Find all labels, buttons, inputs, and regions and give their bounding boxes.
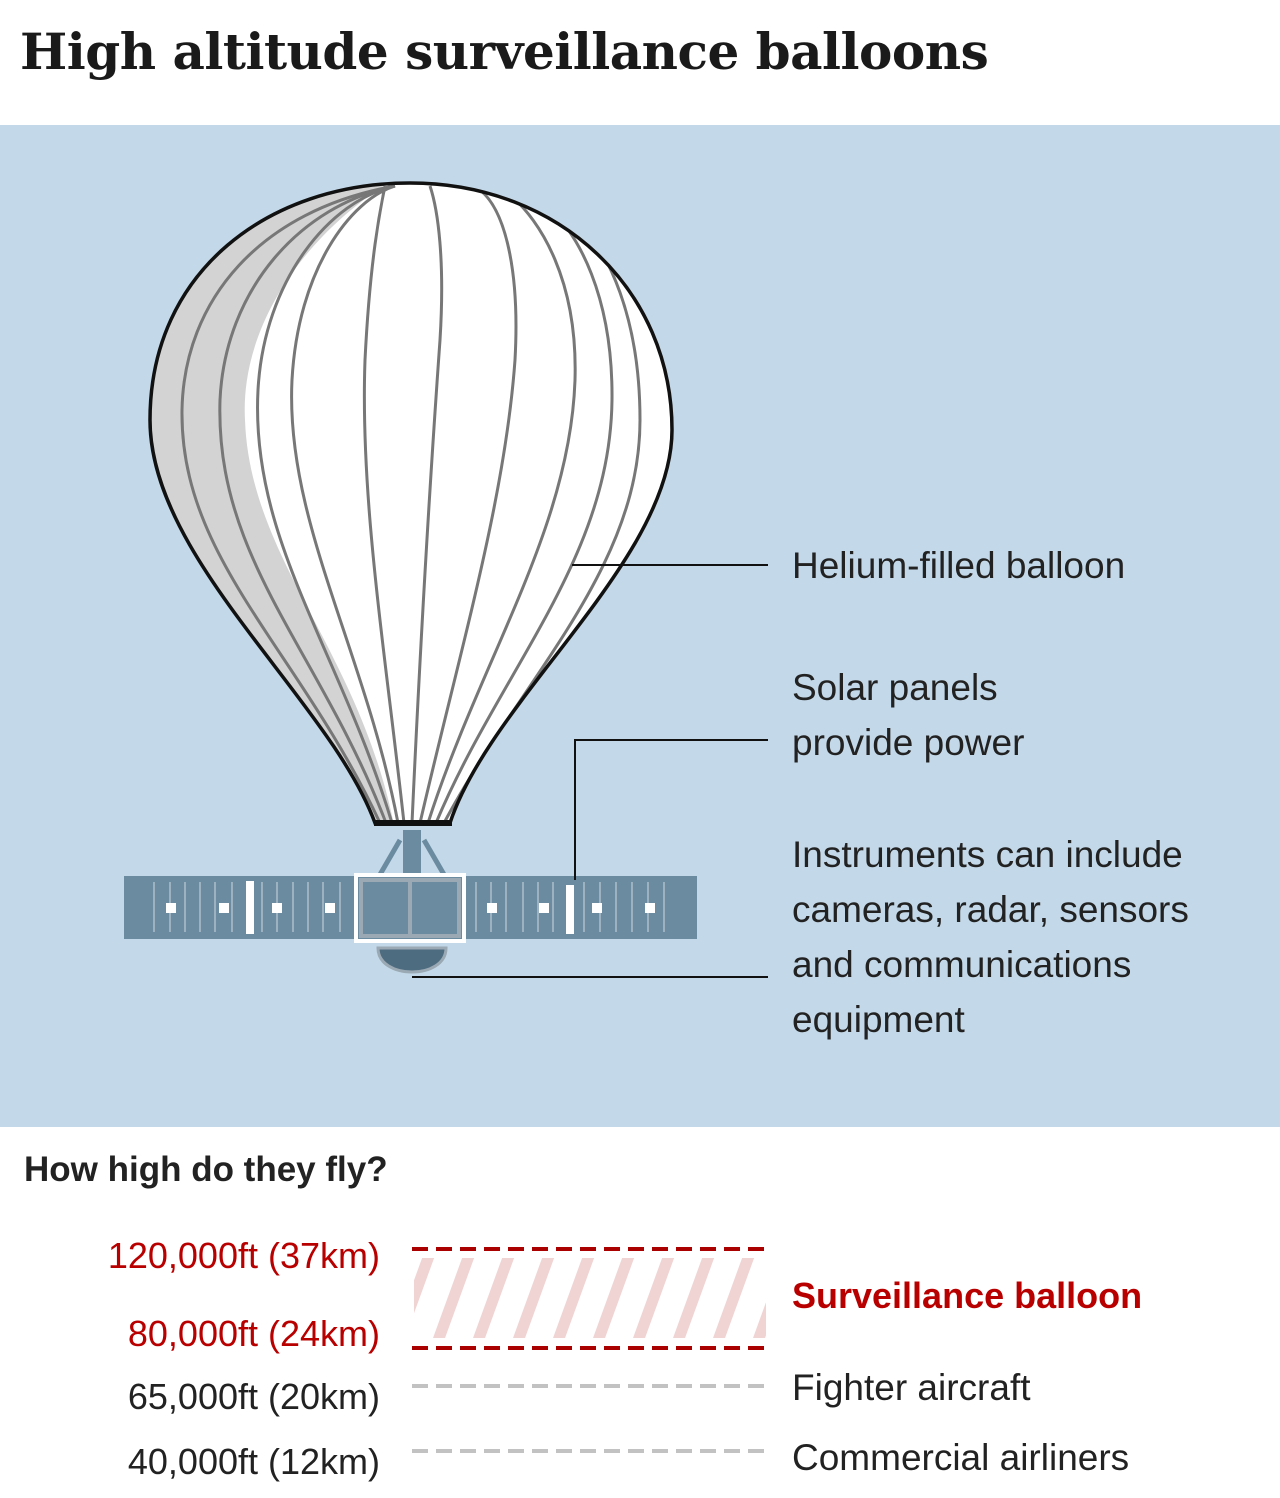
label-helium-balloon: Helium-filled balloon [792, 545, 1126, 586]
label-solar-panels: Solar panels provide power [792, 660, 1024, 770]
label-line: and communications [792, 944, 1132, 985]
altitude-80000: 80,000ft (24km) [127, 1313, 380, 1354]
label-instruments: Instruments can include cameras, radar, … [792, 827, 1189, 1047]
label-line: cameras, radar, sensors [792, 889, 1189, 930]
altitude-65000: 65,000ft (20km) [127, 1376, 380, 1417]
label-line: Instruments can include [792, 834, 1183, 875]
altitude-120000: 120,000ft (37km) [107, 1235, 380, 1276]
payload [124, 830, 697, 974]
label-line: equipment [792, 999, 965, 1040]
balloon-envelope [148, 181, 674, 826]
altitude-40000: 40,000ft (12km) [127, 1441, 380, 1482]
legend-fighter-aircraft: Fighter aircraft [792, 1367, 1031, 1408]
legend-surveillance-balloon: Surveillance balloon [792, 1275, 1143, 1316]
label-line: provide power [792, 722, 1025, 763]
leader-lines [412, 564, 768, 978]
page-title: High altitude surveillance balloons [20, 22, 989, 81]
altitude-heading: How high do they fly? [24, 1150, 388, 1189]
legend-commercial-airliners: Commercial airliners [792, 1437, 1130, 1478]
altitude-chart [412, 1247, 766, 1453]
label-line: Solar panels [792, 667, 998, 708]
